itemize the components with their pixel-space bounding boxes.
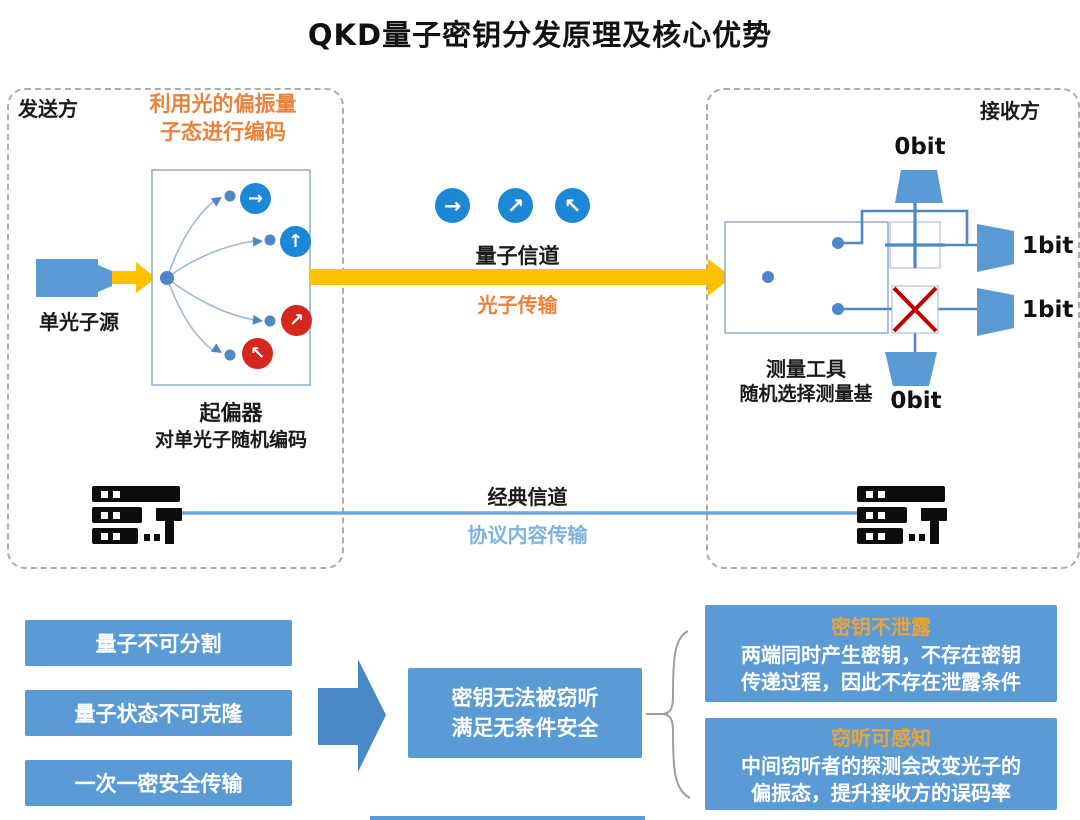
polarization-up-icon: ↑ [280, 226, 311, 257]
bit0-bottom-label: 0bit [890, 388, 942, 414]
conclusion-line1: 密钥无法被窃听 [451, 686, 599, 710]
polarizer-subtitle: 对单光子随机编码 [154, 429, 307, 451]
conclusion-line2: 满足无条件安全 [451, 716, 599, 740]
polarization-right-icon: → [240, 183, 271, 214]
encoding-note-line1: 利用光的偏振量 [149, 92, 297, 116]
advantage-label: 一次一密安全传输 [74, 772, 243, 796]
advantage-label: 量子不可分割 [95, 632, 222, 656]
arrow-glyph: ↖ [249, 343, 266, 364]
measurement-box [724, 221, 889, 334]
channel-photon-ne-icon: ↗ [498, 188, 533, 223]
photon-source-label: 单光子源 [39, 310, 119, 334]
detector-1bit-top [977, 224, 1014, 272]
channel-photon-nw-icon: ↖ [555, 188, 590, 223]
protocol-transmission-label: 协议内容传输 [467, 523, 588, 547]
benefit-box-eavesdrop-detect: 窃听可感知 中间窃听者的探测会改变光子的 偏振态，提升接收方的误码率 [705, 718, 1057, 810]
implies-arrow [318, 659, 386, 772]
advantage-item-noclone: 量子状态不可克隆 [25, 690, 292, 736]
benefit-body-line1: 两端同时产生密钥，不存在密钥 [741, 643, 1021, 667]
measurement-tool-subtitle: 随机选择测量基 [739, 383, 873, 405]
polarizer-box [151, 169, 311, 386]
source-to-polarizer-arrow [112, 262, 156, 293]
server-icon-receiver [857, 486, 947, 544]
arrow-glyph: → [247, 188, 264, 209]
measurement-wires [838, 209, 977, 352]
benefit-body-line1: 中间窃听者的探测会改变光子的 [741, 753, 1021, 778]
page-title: QKD量子密钥分发原理及核心优势 [307, 18, 773, 52]
sender-label: 发送方 [18, 97, 78, 121]
polarizer-title: 起偏器 [199, 401, 263, 425]
encoding-note-line2: 子态进行编码 [160, 120, 286, 144]
arrow-glyph: → [443, 193, 462, 218]
photon-transmission-label: 光子传输 [477, 293, 558, 317]
sender-panel [7, 88, 344, 569]
arrow-glyph: ↑ [287, 231, 304, 252]
channel-photon-right-icon: → [435, 188, 470, 223]
detector-0bit-bottom [885, 352, 937, 386]
quantum-channel-arrow [310, 259, 732, 296]
receiver-label: 接收方 [980, 99, 1040, 123]
receiver-panel [706, 88, 1080, 569]
server-icon-sender [92, 486, 182, 544]
arrow-glyph: ↗ [506, 193, 525, 218]
encoding-arrowheads [160, 190, 276, 361]
classical-channel-label: 经典信道 [487, 485, 568, 509]
detectors [885, 170, 1014, 386]
encoding-curves [166, 200, 255, 352]
measurement-tool-title: 测量工具 [766, 357, 846, 381]
cutoff-box-sliver [370, 816, 645, 820]
arrow-glyph: ↖ [563, 193, 582, 218]
x-basis-icon [891, 285, 939, 334]
advantage-item-indivisible: 量子不可分割 [25, 620, 292, 666]
polarization-diag-nw-icon: ↖ [242, 338, 273, 369]
detector-0bit-top [895, 170, 943, 203]
arrow-glyph: ↗ [288, 310, 305, 331]
photon-dots [762, 237, 844, 315]
conclusion-box: 密钥无法被窃听 满足无条件安全 [408, 668, 642, 758]
detector-1bit-bottom [977, 288, 1014, 336]
advantage-label: 量子状态不可克隆 [74, 702, 243, 726]
benefit-title: 密钥不泄露 [831, 615, 931, 639]
polarization-diag-ne-icon: ↗ [281, 305, 312, 336]
benefit-body-line2: 偏振态，提升接收方的误码率 [751, 780, 1011, 805]
bit1-bottom-label: 1bit [1022, 297, 1074, 323]
photon-source-icon [36, 259, 112, 297]
benefit-body-line2: 传递过程，因此不存在泄露条件 [741, 670, 1021, 694]
benefit-box-no-leak: 密钥不泄露 两端同时产生密钥，不存在密钥 传递过程，因此不存在泄露条件 [705, 605, 1057, 702]
bit1-top-label: 1bit [1022, 233, 1074, 259]
advantage-item-onetimepad: 一次一密安全传输 [25, 760, 292, 806]
brace-connector [646, 630, 691, 799]
encoding-note: 利用光的偏振量 子态进行编码 [108, 90, 338, 146]
benefit-title: 窃听可感知 [831, 725, 931, 750]
bit0-top-label: 0bit [894, 134, 946, 160]
plus-basis-icon [885, 203, 945, 269]
quantum-channel-label: 量子信道 [475, 244, 560, 268]
